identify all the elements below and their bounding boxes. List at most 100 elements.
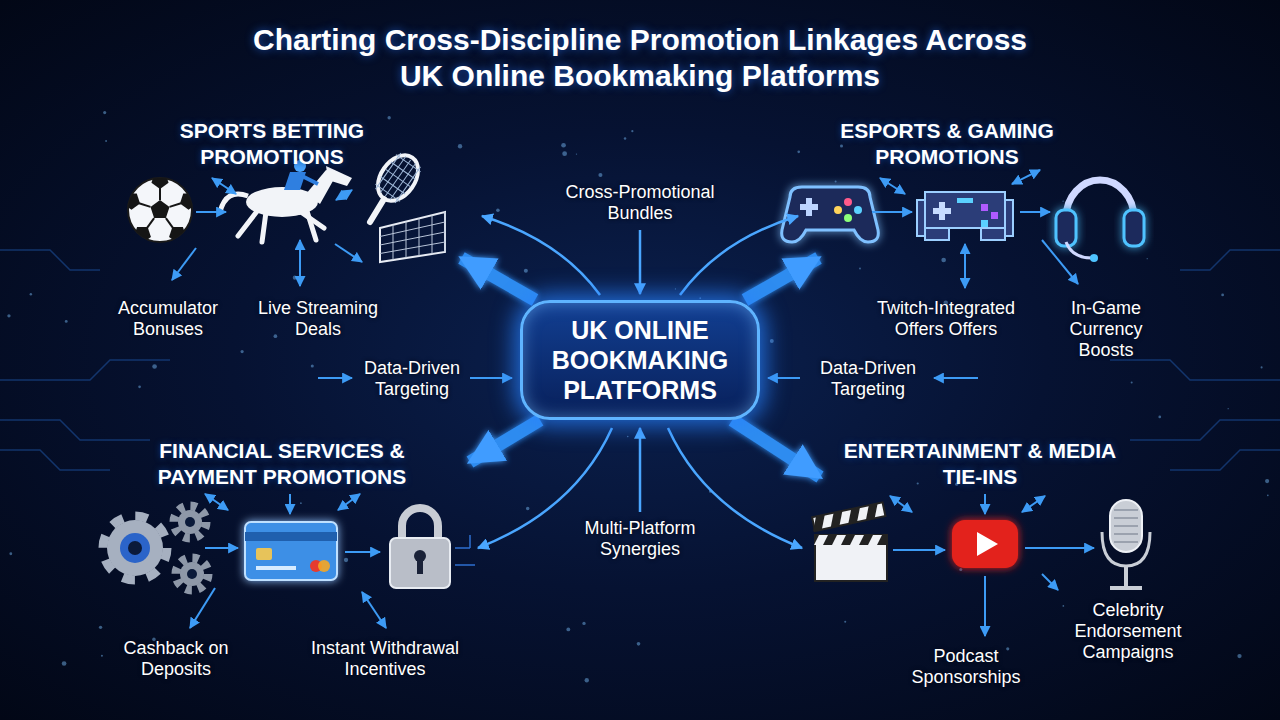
flow-arrow — [732, 420, 820, 477]
circuit-line — [1170, 450, 1280, 470]
leader-arrow — [872, 211, 912, 213]
gamepad-icon — [782, 187, 879, 242]
particle-dot — [627, 436, 629, 438]
particle-dot — [101, 655, 103, 657]
circuit-line — [1130, 420, 1280, 440]
particle-dot — [675, 288, 676, 289]
leader-arrow — [172, 248, 196, 280]
racehorse-icon — [220, 160, 352, 242]
particle-dot — [1147, 258, 1148, 259]
category-heading: ESPORTS & GAMING PROMOTIONS — [817, 118, 1077, 169]
particle-dot — [387, 116, 390, 119]
diagram-title: Charting Cross-Discipline Promotion Link… — [250, 22, 1030, 94]
leader-arrow — [205, 494, 228, 510]
leader-arrow — [338, 494, 360, 510]
particle-dot — [844, 621, 846, 623]
particle-dot — [1267, 494, 1269, 496]
leader-arrow — [470, 377, 512, 379]
particle-dot — [7, 314, 10, 317]
particle-dot — [840, 144, 843, 147]
linkage-arrow — [639, 230, 642, 294]
tennis-net-icon — [380, 212, 445, 262]
category-group: SPORTS BETTING PROMOTIONS — [120, 108, 470, 258]
leader-arrow — [318, 377, 352, 379]
leader-arrow — [934, 377, 978, 379]
soccer-ball-icon — [123, 173, 197, 244]
leader-arrow — [1022, 496, 1045, 512]
leader-arrow — [299, 240, 301, 286]
leader-arrow — [1020, 211, 1050, 213]
particle-dot — [241, 350, 244, 353]
circuit-line — [1180, 250, 1280, 270]
particle-dot — [152, 364, 157, 369]
particle-dot — [103, 111, 106, 114]
particle-dot — [585, 678, 589, 682]
leader-arrow — [768, 377, 800, 379]
particle-dot — [1131, 381, 1133, 383]
credit-card-icon — [245, 522, 337, 580]
edge-group — [462, 258, 821, 477]
promo-label: Multi-Platform Synergies — [555, 518, 725, 560]
microphone-icon — [1102, 500, 1150, 588]
promo-label: Podcast Sponsorships — [891, 646, 1041, 688]
particle-dot — [526, 507, 530, 511]
particle-dot — [598, 173, 602, 177]
particle-dot — [1237, 654, 1241, 658]
particle-dot — [917, 482, 919, 484]
particle-dot — [496, 209, 500, 213]
circuit-line — [0, 360, 170, 380]
leader-arrow — [1042, 240, 1078, 284]
icon-group — [103, 148, 1150, 636]
particle-dot — [1062, 605, 1064, 607]
circuit-decor — [0, 111, 1280, 682]
particle-dot — [9, 552, 12, 555]
particle-dot — [300, 502, 302, 504]
particle-dot — [562, 151, 567, 156]
particle-dot — [699, 297, 701, 299]
particle-dot — [99, 626, 102, 629]
gears-icon — [103, 506, 208, 590]
leader-arrow — [984, 576, 986, 636]
promo-label: In-Game Currency Boosts — [1056, 298, 1156, 361]
linkage-arrow — [639, 428, 642, 512]
promo-label: Accumulator Bonuses — [103, 298, 233, 340]
flow-arrow — [745, 258, 819, 300]
particle-dot — [1227, 408, 1228, 409]
leader-arrow — [362, 592, 386, 628]
promo-label: Cross-Promotional Bundles — [555, 182, 725, 224]
particle-dot — [566, 628, 570, 632]
video-play-icon — [952, 520, 1018, 568]
particle-dot — [797, 150, 800, 153]
particle-dot — [138, 385, 141, 388]
particle-dot — [631, 130, 633, 132]
particle-dot — [344, 558, 348, 562]
leader-arrow — [335, 244, 362, 262]
padlock-icon — [390, 508, 475, 588]
particle-dot — [1062, 201, 1063, 202]
circuit-line — [0, 450, 110, 470]
flow-arrow — [462, 258, 536, 300]
particle-dot — [576, 153, 577, 154]
headset-icon — [1056, 180, 1144, 262]
hub-box: UK ONLINE BOOKMAKING PLATFORMS — [520, 300, 760, 420]
leader-arrow — [890, 496, 912, 512]
particle-dot — [859, 268, 861, 270]
leader-arrow — [212, 178, 236, 194]
leader-arrow — [345, 551, 380, 553]
promo-label: Data-Driven Targeting — [350, 358, 475, 400]
particle-dot — [311, 364, 314, 367]
pixel-gamepad-icon — [917, 192, 1013, 240]
promo-label: Celebrity Endorsement Campaigns — [1066, 600, 1191, 663]
circuit-line — [0, 420, 150, 440]
particle-dot — [65, 320, 68, 323]
leader-arrow — [893, 549, 945, 551]
promo-label: Twitch-Integrated Offers Offers — [859, 298, 1034, 340]
particle-dot — [1006, 647, 1009, 650]
particle-dot — [105, 140, 107, 142]
particle-dot — [524, 269, 528, 273]
leader-arrow — [880, 178, 905, 194]
particle-dot — [624, 137, 626, 139]
promo-label: Instant Withdrawal Incentives — [290, 638, 480, 680]
